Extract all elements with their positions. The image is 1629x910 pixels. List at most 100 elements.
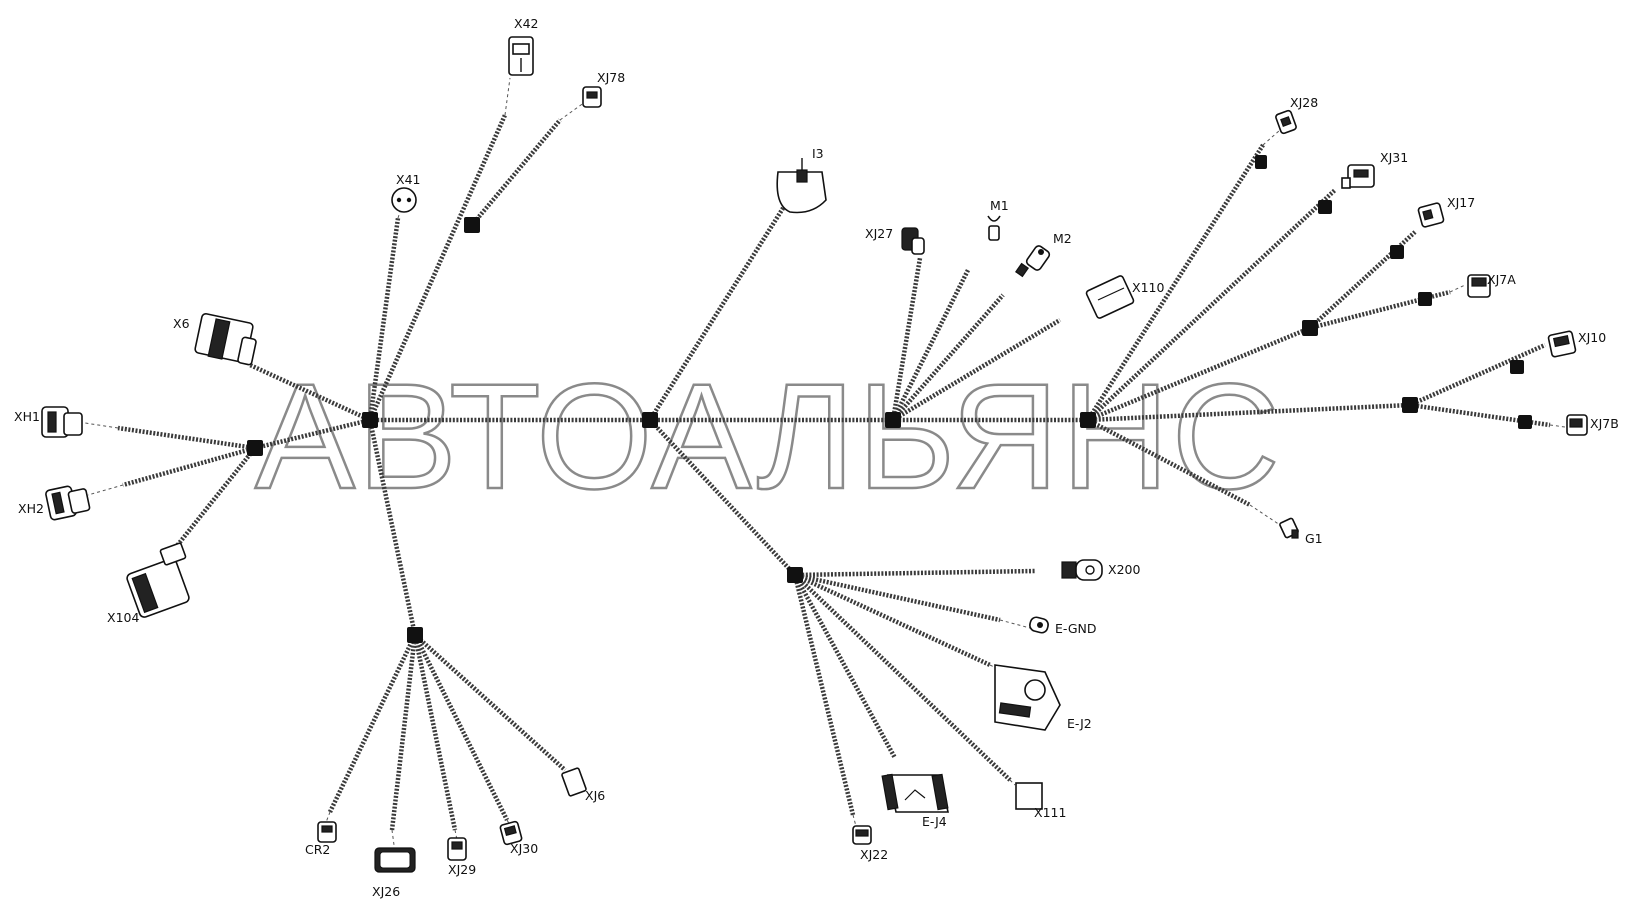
label-xj6: XJ6 [585, 788, 605, 803]
wire-ej4 [793, 573, 897, 760]
branch-nodes [247, 155, 1532, 643]
connector-m1-icon [987, 215, 1001, 241]
label-x110: X110 [1132, 280, 1164, 295]
connector-x42-icon [508, 36, 534, 76]
connector-labels: X42 XJ78 X41 I3 XJ27 M1 M2 X110 XJ28 XJ3… [14, 16, 1619, 899]
label-x104: X104 [107, 610, 139, 625]
connector-leads [84, 77, 1566, 846]
connector-x111-icon [1015, 782, 1043, 810]
wire-xj28 [1086, 143, 1265, 422]
wire-a-to-e [367, 419, 418, 636]
wire-x41 [367, 217, 401, 421]
connector-xj22-icon [852, 825, 872, 845]
connector-xj26-icon [374, 847, 416, 873]
wire-x6 [249, 362, 371, 423]
wire-xh1 [117, 425, 256, 451]
connector-xj29-icon [447, 837, 467, 861]
node-b [247, 440, 263, 456]
wire-x200 [794, 568, 1036, 578]
node-k [1402, 397, 1418, 413]
connector-xj28-icon [1275, 109, 1297, 135]
connector-egnd-icon [1029, 616, 1049, 634]
label-x42: X42 [514, 16, 538, 31]
wire-cr2 [327, 634, 418, 813]
label-xh2: XH2 [18, 501, 44, 516]
wire-g-to-h [1087, 325, 1311, 423]
wire-xj10 [1409, 342, 1546, 408]
label-x41: X41 [396, 172, 420, 187]
label-xj29: XJ29 [448, 862, 476, 877]
label-xj27: XJ27 [865, 226, 893, 241]
watermark: АВТОАЛЬЯНС [255, 352, 1282, 520]
label-g1: G1 [1305, 531, 1323, 546]
connector-x110-icon [1085, 275, 1135, 319]
node-h [1302, 320, 1318, 336]
wire-x111 [793, 573, 1012, 782]
label-xj28: XJ28 [1290, 95, 1318, 110]
label-xh1: XH1 [14, 409, 40, 424]
wire-xj29 [412, 634, 458, 831]
wire-ej2 [794, 572, 991, 668]
wire-xj78 [470, 118, 562, 227]
wire-m2 [891, 293, 1005, 422]
connector-cr2-icon [317, 821, 337, 843]
connector-i3-icon [776, 158, 827, 214]
connector-g1-icon [1279, 517, 1299, 539]
label-ej2: E-J2 [1067, 716, 1092, 731]
label-i3: I3 [812, 146, 824, 161]
wire-c-to-f [648, 418, 797, 577]
label-xj78: XJ78 [597, 70, 625, 85]
connectors [41, 36, 1588, 873]
wire-x42 [367, 114, 508, 421]
connector-x200-icon [1061, 559, 1103, 581]
label-x111: X111 [1034, 805, 1066, 820]
wire-xh2 [122, 445, 256, 488]
connector-ej4-icon [881, 773, 949, 813]
label-xj7a: XJ7A [1487, 272, 1516, 287]
clip-xj28 [1255, 155, 1267, 169]
wire-xj26 [389, 634, 418, 831]
label-xj30: XJ30 [510, 841, 538, 856]
clip-xj17 [1390, 245, 1404, 259]
connector-x104-icon [126, 542, 190, 618]
label-m2: M2 [1053, 231, 1072, 246]
label-xj17: XJ17 [1447, 195, 1475, 210]
wire-xj6 [413, 633, 567, 772]
label-egnd: E-GND [1055, 621, 1097, 636]
wire-x110 [891, 318, 1062, 422]
wire-m1 [890, 268, 971, 422]
label-x200: X200 [1108, 562, 1140, 577]
clip-x42 [464, 217, 480, 233]
connector-xj78-icon [582, 86, 602, 108]
label-cr2: CR2 [305, 842, 330, 857]
connector-xj30-icon [499, 820, 523, 846]
node-c [642, 412, 658, 428]
label-xj22: XJ22 [860, 847, 888, 862]
node-d [885, 412, 901, 428]
connector-xj7b-icon [1566, 414, 1588, 436]
harness-wires [117, 114, 1551, 831]
wire-xj27 [890, 257, 923, 421]
wire-xj22 [792, 574, 856, 816]
wire-xj7b [1409, 402, 1551, 428]
label-xj31: XJ31 [1380, 150, 1408, 165]
connector-x6-icon [194, 312, 257, 366]
label-x6: X6 [173, 316, 190, 331]
connector-xh1-icon [41, 406, 83, 438]
connector-ej2-icon [994, 664, 1061, 731]
connector-xj27-icon [901, 227, 925, 255]
node-f [787, 567, 803, 583]
node-a [362, 412, 378, 428]
clip-xj7b [1518, 415, 1532, 429]
wire-xj31 [1086, 188, 1337, 422]
connector-xj17-icon [1417, 202, 1445, 228]
connector-xj7a-icon [1467, 274, 1491, 298]
clip-xj10 [1510, 360, 1524, 374]
connector-m2-icon [1015, 245, 1051, 278]
connector-xj31-icon [1341, 164, 1375, 189]
label-ej4: E-J4 [922, 814, 947, 829]
node-g [1080, 412, 1096, 428]
label-xj26: XJ26 [372, 884, 400, 899]
clip-xj31 [1318, 200, 1332, 214]
